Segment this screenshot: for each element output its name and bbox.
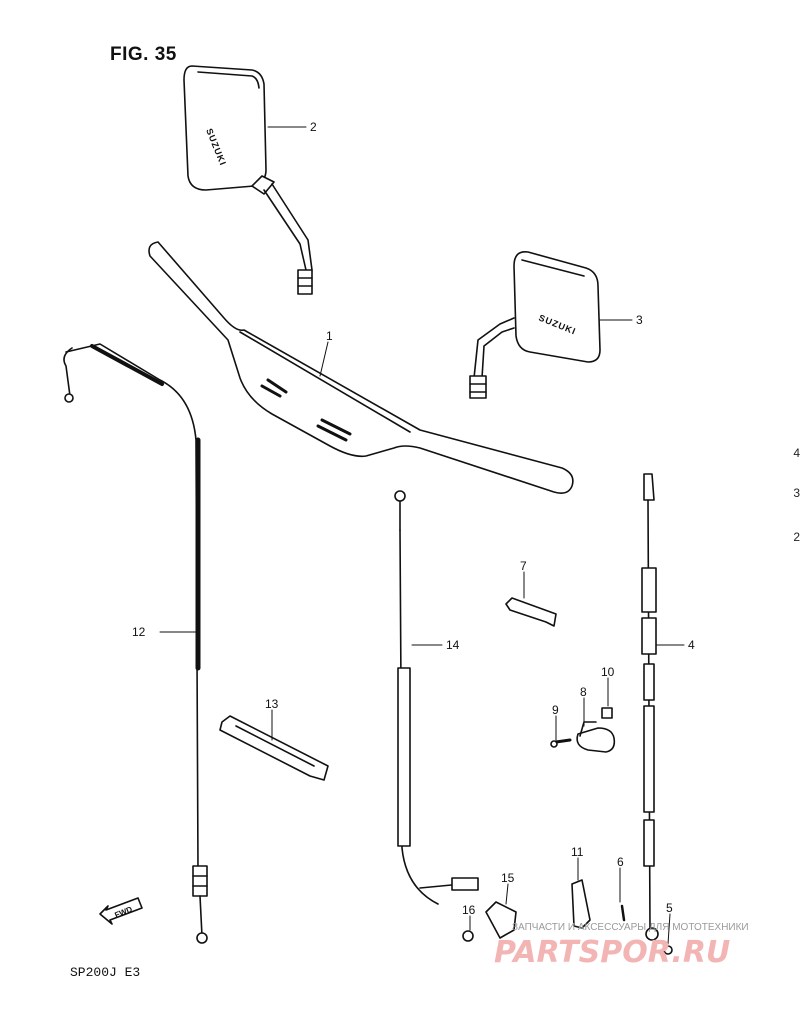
callout-12: 12	[132, 625, 146, 639]
cable-center	[394, 490, 479, 905]
screw-5	[663, 945, 673, 955]
callout-7: 7	[520, 559, 527, 573]
callout-4: 4	[688, 638, 695, 652]
callout-15: 15	[501, 871, 515, 885]
callout-5: 5	[666, 901, 673, 915]
clamp-8	[576, 721, 616, 753]
callout-6: 6	[617, 855, 624, 869]
handlebar	[148, 241, 574, 494]
callout-9: 9	[552, 703, 559, 717]
mirror-right: SUZUKI	[469, 250, 601, 399]
cable-guide-15	[485, 901, 517, 939]
nut-10	[601, 707, 613, 719]
callout-2: 2	[310, 120, 317, 134]
cable-right	[641, 473, 659, 941]
callout-14: 14	[446, 638, 460, 652]
callout-1: 1	[326, 329, 333, 343]
callout-10: 10	[601, 665, 615, 679]
callout-13: 13	[265, 697, 279, 711]
edge-number: 4	[793, 446, 800, 460]
callout-8: 8	[580, 685, 587, 699]
forward-direction-marker	[99, 897, 143, 925]
pin-6	[620, 904, 626, 922]
throttle-cable-left	[63, 343, 208, 944]
figure-title: FIG. 35	[110, 44, 177, 65]
bracket-11	[571, 879, 591, 929]
callout-11: 11	[571, 845, 584, 859]
callout-3: 3	[636, 313, 643, 327]
mirror-left: SUZUKI	[183, 65, 313, 295]
cable-tie-strap	[219, 715, 329, 781]
screw-16	[462, 930, 474, 942]
edge-number: 3	[793, 486, 800, 500]
edge-number: 2	[793, 530, 800, 544]
callout-16: 16	[462, 903, 476, 917]
watermark-logo: PARTSPOR.RU	[494, 935, 730, 970]
model-code: SP200J E3	[70, 965, 141, 980]
bolt-9	[550, 738, 572, 748]
bracket-7	[505, 597, 557, 627]
watermark-subtitle: ЗАПЧАСТИ И АКСЕССУАРЫ ДЛЯ МОТОТЕХНИКИ	[512, 922, 749, 933]
